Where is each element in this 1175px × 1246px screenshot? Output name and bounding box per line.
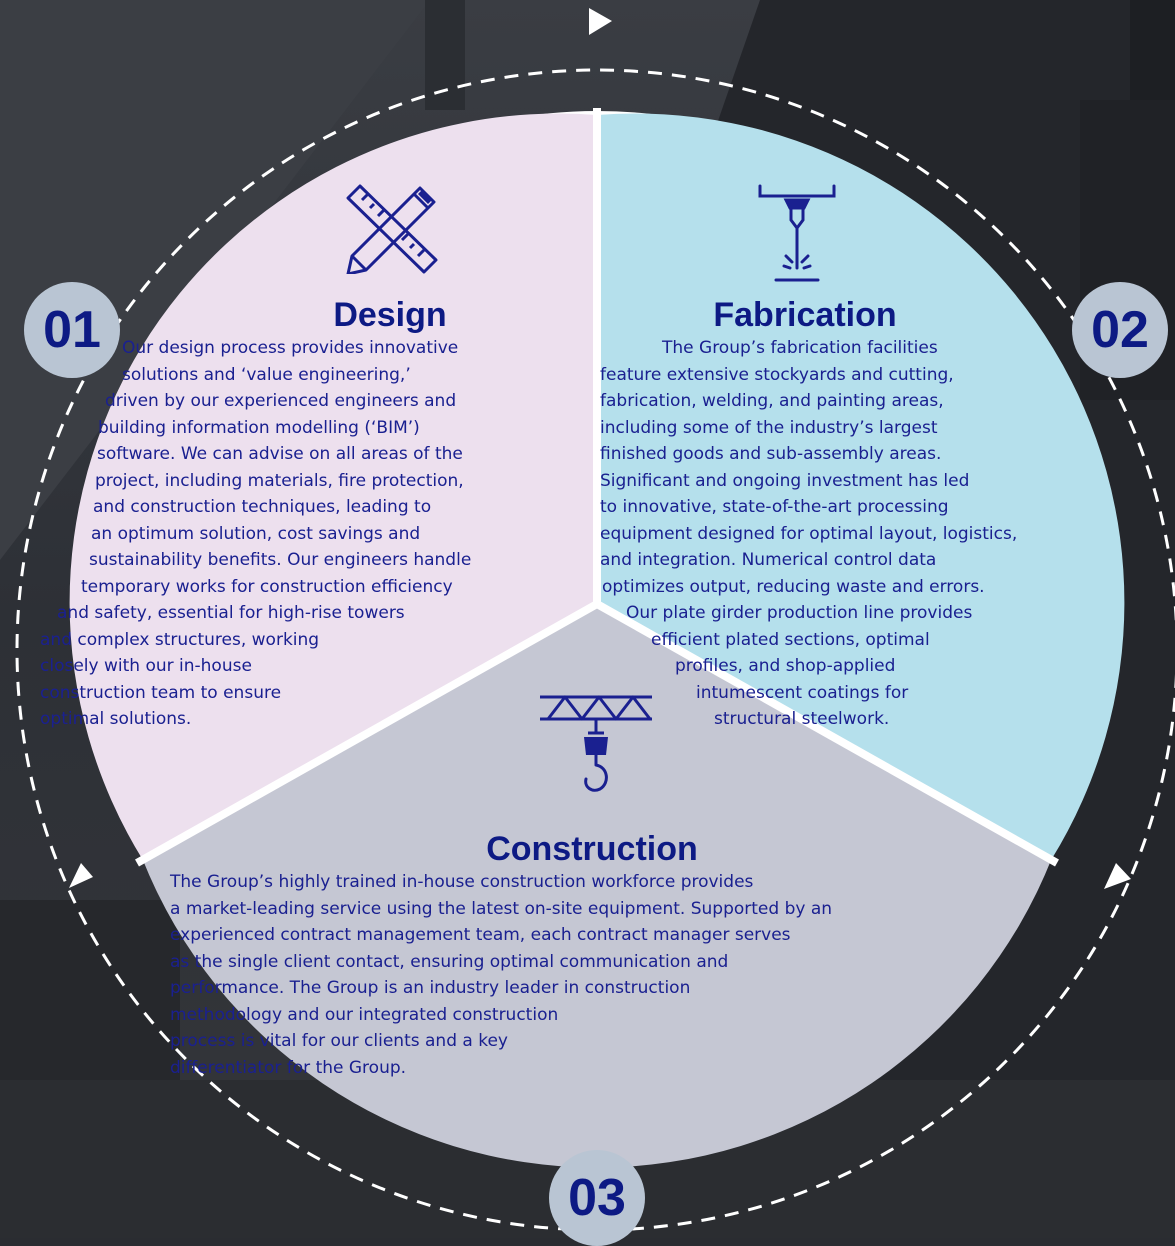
description-line: including some of the industry’s largest — [600, 417, 938, 438]
description-line: finished goods and sub-assembly areas. — [600, 444, 942, 464]
description-line: The Group’s highly trained in-house cons… — [170, 872, 754, 892]
description-line: as the single client contact, ensuring o… — [170, 951, 729, 972]
description-line: driven by our experienced engineers and — [105, 391, 457, 411]
description-line: sustainability benefits. Our engineers h… — [89, 550, 472, 570]
description-line: The Group’s fabrication facilities — [662, 338, 938, 358]
description-line: differentiator for the Group. — [170, 1057, 407, 1078]
construction-sector — [142, 604, 1052, 1168]
description-line: project, including materials, fire prote… — [95, 470, 464, 491]
design-title: Design — [333, 296, 447, 334]
description-line: methodology and our integrated construct… — [170, 1004, 559, 1025]
description-line: a market-leading service using the lates… — [170, 898, 833, 919]
description-line: performance. The Group is an industry le… — [170, 978, 691, 998]
description-line: closely with our in-house — [40, 656, 252, 676]
fabrication-sector — [597, 113, 1125, 861]
description-line: an optimum solution, cost savings and — [91, 523, 421, 544]
fabrication-description: The Group’s fabrication facilities featur… — [600, 335, 1100, 733]
description-line: and construction techniques, leading to — [93, 497, 432, 517]
design-description: Our design process provides innovative so… — [40, 335, 640, 733]
design-sector — [69, 113, 597, 861]
cycle-arrow-right-icon — [1104, 863, 1131, 889]
description-line: Significant and ongoing investment has l… — [600, 470, 970, 491]
description-line: process is vital for our clients and a k… — [170, 1031, 508, 1051]
description-line: temporary works for construction efficie… — [81, 576, 453, 597]
construction-title: Construction — [486, 830, 698, 868]
description-line: Our design process provides innovative — [122, 338, 459, 358]
cycle-arrow-left-icon — [69, 863, 93, 888]
description-line: construction team to ensure — [40, 682, 282, 703]
description-line: experienced contract management team, ea… — [170, 925, 791, 945]
description-line: building information modelling (‘BIM’) — [98, 417, 420, 438]
cycle-arrow-top-icon — [589, 8, 612, 35]
stage-number-badge: 01 — [24, 282, 120, 378]
stage-number-badge: 02 — [1072, 282, 1168, 378]
description-line: and safety, essential for high-rise towe… — [57, 603, 405, 623]
description-line: and complex structures, working — [40, 629, 320, 650]
description-line: structural steelwork. — [714, 709, 890, 729]
crane-hook-icon — [540, 695, 652, 792]
description-line: to innovative, state-of-the-art processi… — [600, 497, 949, 517]
description-line: optimal solutions. — [40, 709, 192, 729]
description-line: intumescent coatings for — [696, 682, 909, 703]
description-line: efficient plated sections, optimal — [651, 629, 930, 650]
description-line: feature extensive stockyards and cutting… — [600, 364, 954, 385]
description-line: software. We can advise on all areas of … — [97, 444, 463, 464]
description-line: and integration. Numerical control data — [600, 550, 937, 570]
laser-cutter-icon — [758, 184, 836, 282]
ruler-pencil-icon — [346, 184, 438, 274]
construction-description: The Group’s highly trained in-house cons… — [170, 869, 1020, 1081]
fabrication-title: Fabrication — [713, 296, 897, 334]
stage-number-badge: 03 — [549, 1150, 645, 1246]
description-line: equipment designed for optimal layout, l… — [600, 523, 1018, 544]
description-line: Our plate girder production line provide… — [626, 603, 973, 623]
description-line: fabrication, welding, and painting areas… — [600, 391, 944, 411]
description-line: profiles, and shop-applied — [675, 656, 896, 676]
description-line: optimizes output, reducing waste and err… — [602, 576, 985, 597]
description-line: solutions and ‘value engineering,’ — [122, 364, 411, 385]
